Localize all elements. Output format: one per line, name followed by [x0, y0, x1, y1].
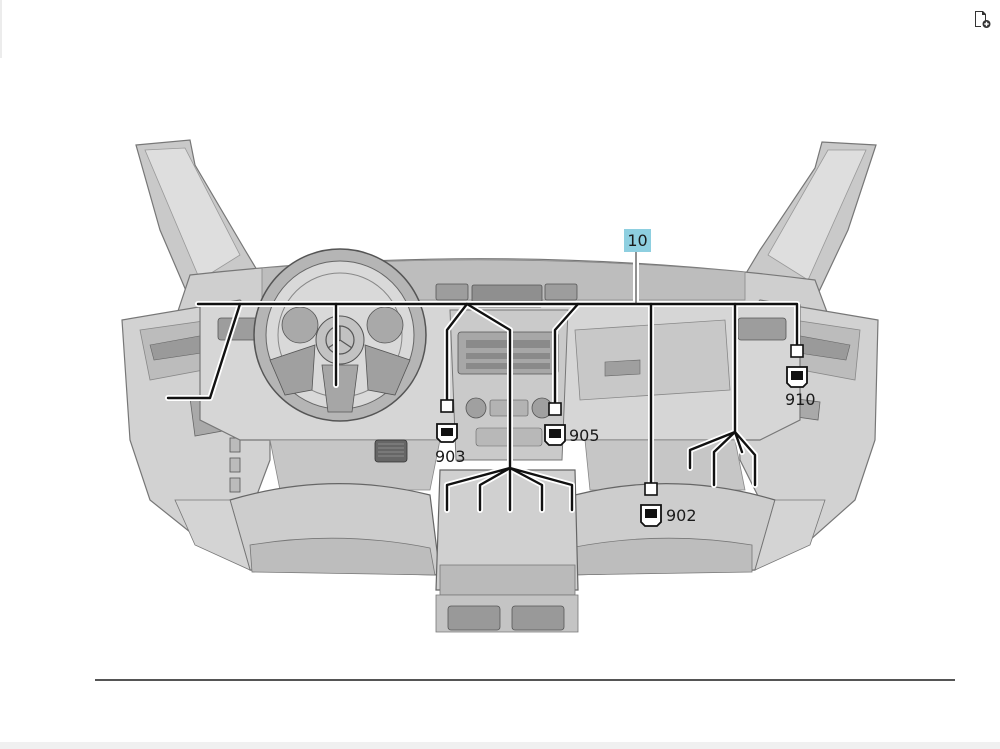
connector-910	[786, 344, 808, 388]
cabin-illustration	[121, 139, 879, 633]
bottom-bar	[0, 742, 1000, 749]
page-settings-icon[interactable]	[972, 9, 992, 29]
wiring-harness	[165, 249, 800, 513]
callout-label-910: 910	[785, 390, 816, 409]
callout-label-905: 905	[569, 426, 600, 445]
callout-label-10: 10	[627, 231, 647, 250]
footer-divider	[95, 679, 955, 681]
main-callout-10[interactable]: 10	[624, 229, 651, 252]
callout-label-902: 902	[666, 506, 697, 525]
connector-902	[640, 482, 662, 527]
connector-905	[544, 402, 566, 446]
callout-label-903: 903	[435, 447, 466, 466]
connector-903	[436, 399, 458, 443]
left-edge-mark	[0, 0, 2, 58]
